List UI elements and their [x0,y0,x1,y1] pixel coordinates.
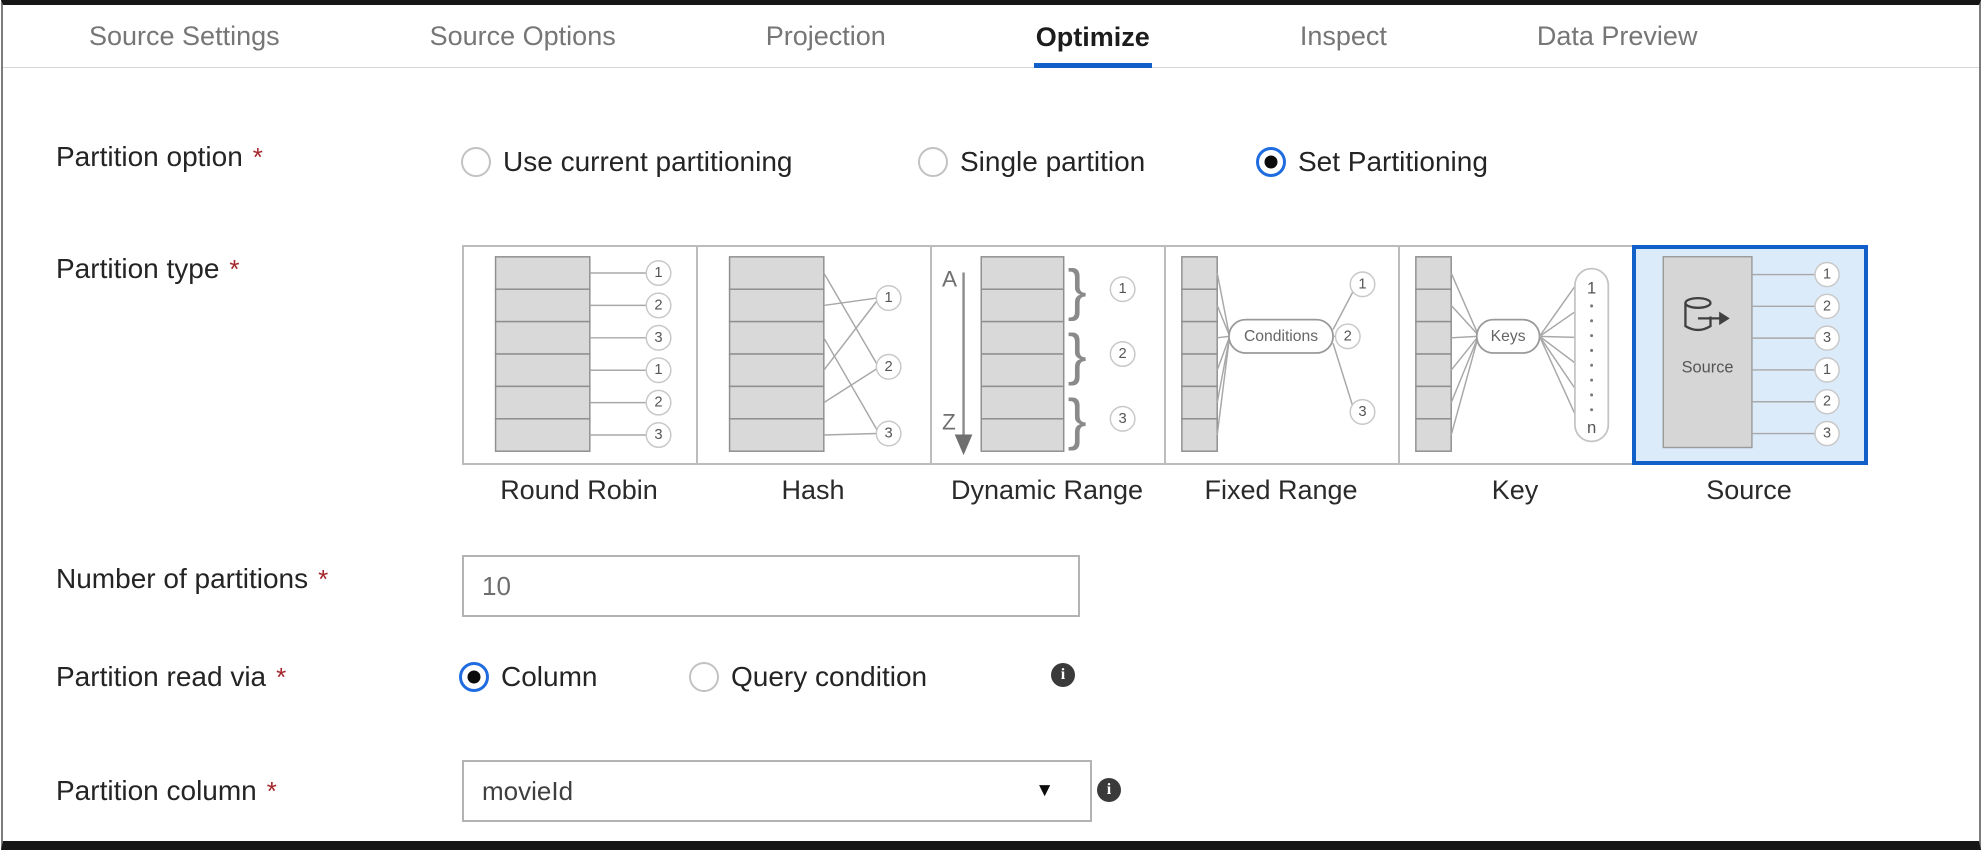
badge-label: 3 [1823,426,1831,442]
info-icon[interactable]: i [1097,778,1121,802]
radio-query-condition[interactable]: Query condition [689,661,927,693]
tile-label-round-robin: Round Robin [500,475,658,505]
tile-label-source: Source [1706,475,1792,505]
badge-label: 2 [1344,328,1352,344]
key-diagram: Keys 1 n [1415,256,1610,452]
required-asterisk: * [318,564,329,594]
tab-optimize[interactable]: Optimize [1033,8,1152,68]
pill-label: Keys [1491,328,1526,345]
range-bottom-label: n [1587,418,1596,437]
radio-label: Set Partitioning [1298,146,1488,177]
badge-label: 1 [1358,276,1366,292]
brace-icon: } [1068,387,1087,451]
radio-circle-icon[interactable] [1256,147,1286,177]
partition-type-tile-key[interactable]: Keys 1 n [1398,245,1634,465]
tile-label-fixed-range: Fixed Range [1204,475,1358,505]
brace-icon: } [1068,258,1087,322]
source-diagram: Source 1 2 3 1 2 3 [1662,255,1840,449]
partition-column-label: Partition column * [56,775,277,807]
badge-label: 1 [1823,362,1831,378]
range-top-label: A [942,266,958,291]
tab-bar: Source Settings Source Options Projectio… [3,5,1979,68]
fixed-range-diagram: Conditions 1 2 3 [1181,256,1376,452]
pill-label: Conditions [1244,328,1318,345]
tile-label-key: Key [1491,475,1539,505]
badge-label: 3 [1358,404,1366,420]
radio-circle-icon[interactable] [918,147,948,177]
badge-label: 2 [1823,394,1831,410]
badge-label: 1 [654,265,662,281]
required-asterisk: * [276,662,287,692]
label-text: Number of partitions [56,563,309,594]
range-top-label: 1 [1587,279,1596,298]
radio-label: Query condition [731,661,928,692]
tab-source-settings[interactable]: Source Settings [89,21,280,51]
tile-label-hash: Hash [781,475,845,505]
radio-label: Single partition [960,146,1146,177]
required-asterisk: * [229,254,240,284]
badge-label: 3 [885,426,893,442]
badge-label: 2 [654,297,662,313]
partition-type-tiles: 1 2 3 1 2 3 [462,245,1868,465]
radio-set-partitioning[interactable]: Set Partitioning [1256,146,1488,178]
partition-type-label: Partition type * [56,253,240,285]
source-box-label: Source [1682,358,1734,376]
dropdown-caret-icon[interactable]: ▼ [1035,780,1054,801]
partition-type-tile-round-robin[interactable]: 1 2 3 1 2 3 [462,245,698,465]
radio-column[interactable]: Column [459,661,597,693]
required-asterisk: * [252,142,263,172]
label-text: Partition read via [56,661,267,692]
info-icon[interactable]: i [1051,663,1075,687]
badge-label: 3 [654,427,662,443]
radio-use-current-partitioning[interactable]: Use current partitioning [461,146,792,178]
partition-type-tile-fixed-range[interactable]: Conditions 1 2 3 [1164,245,1400,465]
radio-circle-icon[interactable] [689,662,719,692]
tab-inspect[interactable]: Inspect [1299,21,1387,51]
brace-icon: } [1068,323,1087,387]
arrow-right-icon [1719,311,1730,326]
badge-label: 3 [1119,411,1127,427]
arrow-down-icon [954,434,973,456]
radio-label: Use current partitioning [503,146,793,177]
round-robin-diagram: 1 2 3 1 2 3 [494,256,672,452]
partition-type-tile-labels: Round Robin Hash Dynamic Range Fixed Ran… [462,475,1866,506]
tile-label-dynamic-range: Dynamic Range [950,475,1144,505]
label-text: Partition type [56,253,220,284]
tab-data-preview[interactable]: Data Preview [1536,21,1698,51]
tab-projection[interactable]: Projection [765,21,886,51]
badge-label: 2 [1823,298,1831,314]
badge-label: 1 [1119,281,1127,297]
badge-label: 1 [1823,267,1831,283]
badge-label: 2 [654,395,662,411]
partition-column-dropdown[interactable]: movieId ▼ [462,760,1092,822]
radio-circle-icon[interactable] [459,662,489,692]
partition-option-label: Partition option * [56,141,263,173]
badge-label: 1 [654,362,662,378]
database-export-icon [1684,296,1722,332]
partition-type-tile-dynamic-range[interactable]: A Z } } } 1 2 3 [930,245,1166,465]
badge-label: 1 [885,290,893,306]
partition-type-tile-source[interactable]: Source 1 2 3 1 2 3 [1632,245,1868,465]
number-of-partitions-input[interactable]: 10 [462,555,1080,617]
partition-type-tile-hash[interactable]: 1 2 3 [696,245,932,465]
required-asterisk: * [266,776,277,806]
radio-single-partition[interactable]: Single partition [918,146,1145,178]
label-text: Partition column [56,775,257,806]
tab-source-options[interactable]: Source Options [429,21,616,51]
number-of-partitions-label: Number of partitions * [56,563,328,595]
badge-label: 3 [654,330,662,346]
radio-circle-icon[interactable] [461,147,491,177]
input-value: 10 [482,570,511,601]
partition-read-via-label: Partition read via * [56,661,286,693]
badge-label: 3 [1823,330,1831,346]
radio-label: Column [501,661,598,692]
range-bottom-label: Z [942,410,956,435]
dropdown-value: movieId [482,775,574,806]
hash-diagram: 1 2 3 [728,256,902,452]
label-text: Partition option [56,141,243,172]
dynamic-range-diagram: A Z } } } 1 2 3 [942,256,1136,456]
badge-label: 2 [1119,346,1127,362]
badge-label: 2 [885,359,893,375]
